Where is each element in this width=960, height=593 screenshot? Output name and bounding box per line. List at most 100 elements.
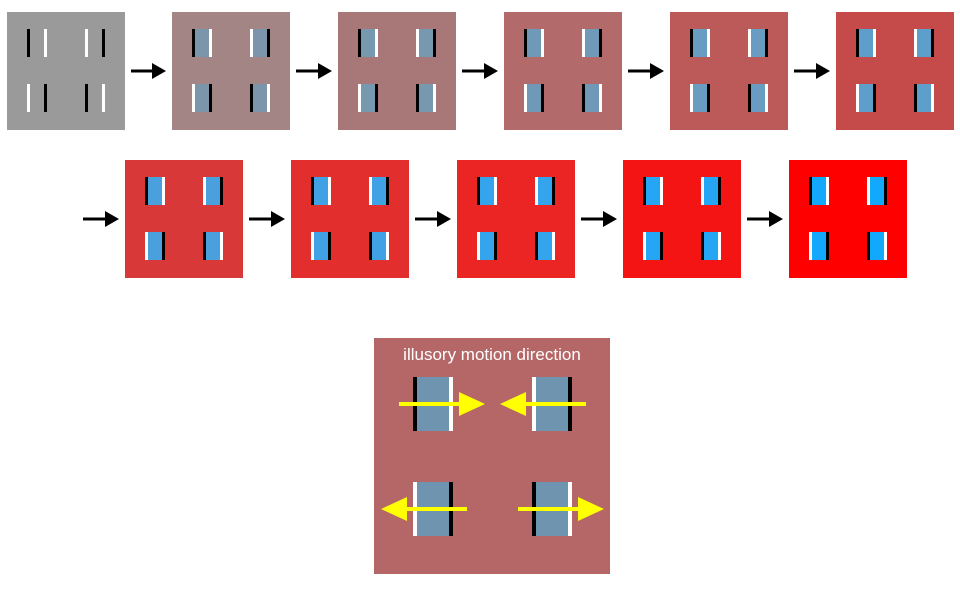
patch-left-edge — [867, 177, 870, 205]
stimulus-patch — [477, 232, 497, 260]
frame-5 — [670, 12, 788, 130]
patch-left-edge — [701, 177, 704, 205]
patch-fill — [358, 29, 378, 57]
patch-left-edge — [416, 84, 419, 112]
patch-fill — [524, 84, 544, 112]
stimulus-patch — [914, 84, 934, 112]
patch-right-edge — [162, 177, 165, 205]
patch-right-edge — [375, 29, 378, 57]
patch-right-edge — [599, 84, 602, 112]
patch-right-edge — [599, 29, 602, 57]
stimulus-patch — [250, 29, 270, 57]
patch-right-edge — [873, 29, 876, 57]
patch-left-edge — [85, 29, 88, 57]
motion-arrow-right-icon — [399, 392, 485, 416]
patch-right-edge — [826, 177, 829, 205]
frame-background — [504, 12, 622, 130]
patch-fill — [643, 177, 663, 205]
stimulus-patch — [358, 84, 378, 112]
patch-right-edge — [267, 84, 270, 112]
patch-left-edge — [748, 84, 751, 112]
frame-background — [670, 12, 788, 130]
frame-background — [623, 160, 741, 278]
patch-right-edge — [765, 29, 768, 57]
stimulus-patch — [524, 29, 544, 57]
patch-right-edge — [707, 29, 710, 57]
patch-fill — [311, 232, 331, 260]
patch-fill — [369, 177, 389, 205]
arrow-right-icon — [83, 211, 119, 227]
arrow-right-icon — [462, 63, 498, 79]
patch-left-edge — [690, 29, 693, 57]
frame-sequence — [7, 12, 954, 278]
patch-left-edge — [643, 232, 646, 260]
patch-fill — [582, 84, 602, 112]
stimulus-patch — [748, 84, 768, 112]
patch-left-edge — [477, 232, 480, 260]
patch-left-edge — [27, 29, 30, 57]
patch-right-edge — [552, 177, 555, 205]
stimulus-patch — [856, 84, 876, 112]
patch-left-edge — [914, 29, 917, 57]
patch-fill — [867, 232, 887, 260]
patch-left-edge — [809, 177, 812, 205]
patch-fill — [643, 232, 663, 260]
patch-right-edge — [433, 84, 436, 112]
patch-left-edge — [192, 84, 195, 112]
patch-fill — [416, 29, 436, 57]
patch-left-edge — [145, 232, 148, 260]
patch-right-edge — [931, 29, 934, 57]
patch-right-edge — [328, 232, 331, 260]
frame-7 — [125, 160, 243, 278]
arrow-right-icon — [581, 211, 617, 227]
frame-6 — [836, 12, 954, 130]
patch-right-edge — [707, 84, 710, 112]
frame-background — [291, 160, 409, 278]
arrow-right-icon — [249, 211, 285, 227]
patch-fill — [701, 232, 721, 260]
stimulus-patch — [192, 84, 212, 112]
patch-left-edge — [358, 29, 361, 57]
patch-fill — [690, 29, 710, 57]
patch-left-edge — [145, 177, 148, 205]
frame-background — [457, 160, 575, 278]
patch-right-edge — [660, 177, 663, 205]
patch-left-edge — [524, 84, 527, 112]
frame-background — [836, 12, 954, 130]
patch-left-edge — [85, 84, 88, 112]
patch-fill — [535, 177, 555, 205]
stimulus-patch — [369, 177, 389, 205]
patch-fill — [535, 232, 555, 260]
patch-left-edge — [856, 84, 859, 112]
patch-left-edge — [27, 84, 30, 112]
stimulus-patch — [856, 29, 876, 57]
motion-arrow-left-icon — [500, 392, 586, 416]
frame-background — [172, 12, 290, 130]
stimulus-patch — [477, 177, 497, 205]
patch-fill — [809, 177, 829, 205]
stimulus-patch — [416, 84, 436, 112]
patch-right-edge — [386, 232, 389, 260]
arrow-right-icon — [415, 211, 451, 227]
patch-right-edge — [541, 84, 544, 112]
patch-fill — [145, 232, 165, 260]
patch-fill — [524, 29, 544, 57]
frame-3 — [338, 12, 456, 130]
patch-fill — [145, 177, 165, 205]
stimulus-patch — [27, 29, 47, 57]
patch-right-edge — [494, 232, 497, 260]
stimulus-patch — [27, 84, 47, 112]
patch-left-edge — [524, 29, 527, 57]
legend-title: illusory motion direction — [403, 345, 581, 364]
patch-fill — [203, 177, 223, 205]
patch-right-edge — [494, 177, 497, 205]
stimulus-patch — [809, 177, 829, 205]
patch-left-edge — [701, 232, 704, 260]
stimulus-patch — [192, 29, 212, 57]
stimulus-patch — [867, 177, 887, 205]
stimulus-patch — [643, 232, 663, 260]
patch-right-edge — [386, 177, 389, 205]
stimulus-patch — [535, 177, 555, 205]
patch-fill — [358, 84, 378, 112]
stimulus-patch — [809, 232, 829, 260]
